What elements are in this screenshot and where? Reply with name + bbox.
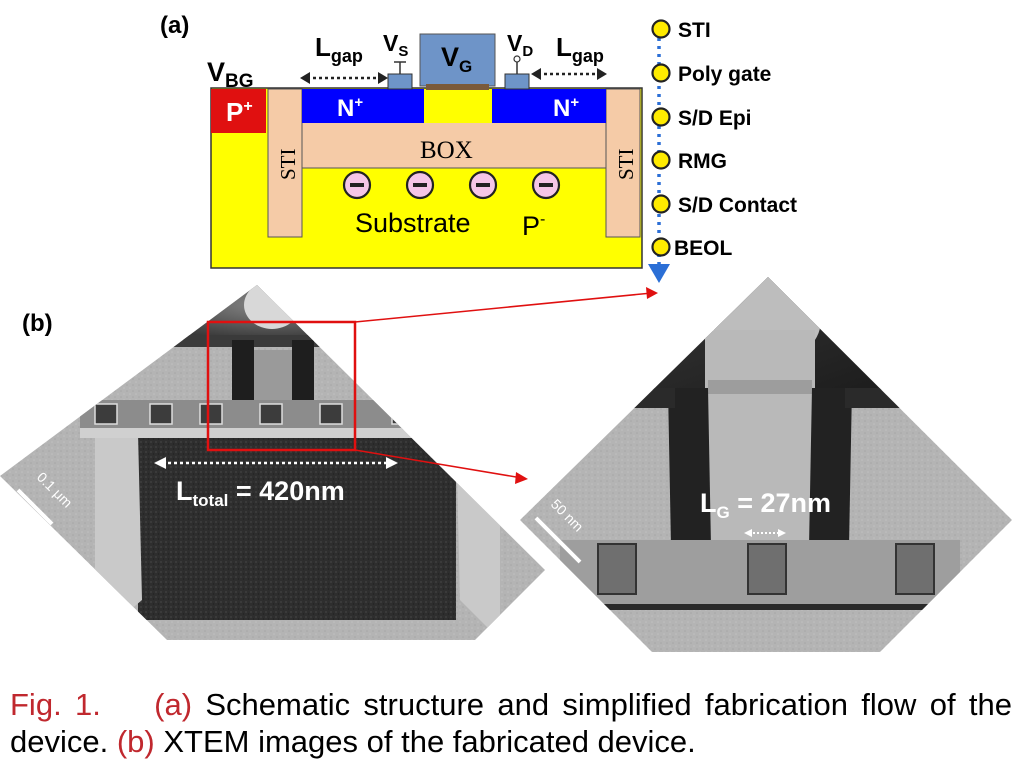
flow-step-sti: STI: [678, 19, 711, 42]
l-g-label: LG = 27nm: [700, 488, 831, 522]
charge-icon: [531, 170, 561, 200]
xtem-image-left: [0, 285, 545, 640]
source-contact: [387, 73, 413, 90]
sti-left-label: STI: [276, 148, 300, 180]
flow-step-icon: [651, 19, 671, 39]
l-total-label: Ltotal = 420nm: [176, 476, 345, 510]
sti-right-label: STI: [614, 148, 638, 180]
figure-1: (a) VBG P+ Lgap Lgap VS VG VD N+ N+ BOX …: [0, 12, 1012, 652]
flow-step-beol: BEOL: [674, 237, 733, 260]
v-s-label: VS: [383, 30, 408, 60]
flow-step-poly-gate: Poly gate: [678, 63, 771, 86]
gate-electrode: [419, 33, 496, 87]
flow-step-sd-contact: S/D Contact: [678, 194, 797, 217]
flow-step-icon: [651, 237, 671, 257]
zoom-region-box: [206, 320, 357, 452]
p-plus-region: [211, 89, 266, 133]
box-label: BOX: [420, 137, 473, 164]
l-gap-left-label: Lgap: [315, 32, 363, 66]
p-minus-label: P-: [522, 211, 545, 241]
box-layer: [301, 121, 607, 169]
caption-b-text: XTEM images of the fabricated device.: [154, 724, 696, 759]
charge-icon: [405, 170, 435, 200]
p-plus-label: P+: [226, 97, 253, 127]
negative-charges: [342, 170, 561, 200]
panel-a-label: (a): [160, 12, 189, 39]
flow-step-icon: [651, 194, 671, 214]
n-plus-left: [302, 89, 424, 123]
sti-left: [267, 88, 303, 238]
v-d-label: VD: [507, 30, 533, 60]
figure-caption: Fig. 1. (a) Schematic structure and simp…: [10, 686, 1012, 760]
flow-step-rmg: RMG: [678, 150, 727, 173]
caption-a-text: Schematic structure and simplified fabri…: [10, 687, 1012, 759]
sti-right: [605, 88, 641, 238]
n-plus-right-label: N+: [553, 94, 579, 122]
panel-b-label: (b): [22, 310, 53, 337]
l-total-arrow: [154, 457, 398, 469]
n-plus-left-label: N+: [337, 94, 363, 122]
charge-icon: [468, 170, 498, 200]
l-g-arrow: [744, 529, 786, 537]
gate-spacer: [426, 84, 489, 90]
caption-a-label: (a): [154, 687, 193, 722]
l-gap-right-arrow: [531, 68, 607, 80]
zoom-connector: [354, 287, 658, 484]
caption-b-label: (b): [116, 724, 155, 759]
caption-fig-label: Fig. 1.: [10, 687, 101, 722]
drain-contact: [504, 73, 530, 90]
xtem-image-right: [520, 277, 1012, 652]
flow-step-icon: [651, 107, 671, 127]
flow-step-sd-epi: S/D Epi: [678, 107, 752, 130]
v-g-label: VG: [441, 42, 472, 76]
process-flow: STI Poly gate S/D Epi RMG S/D Contact BE…: [648, 19, 797, 283]
substrate-label: Substrate: [355, 208, 471, 238]
l-gap-left-arrow: [300, 72, 388, 84]
v-bg-label: VBG: [207, 57, 254, 92]
flow-step-icon: [651, 63, 671, 83]
n-plus-right: [492, 89, 606, 123]
charge-icon: [342, 170, 372, 200]
l-gap-right-label: Lgap: [556, 32, 604, 66]
channel: [424, 89, 492, 123]
flow-step-icon: [651, 150, 671, 170]
